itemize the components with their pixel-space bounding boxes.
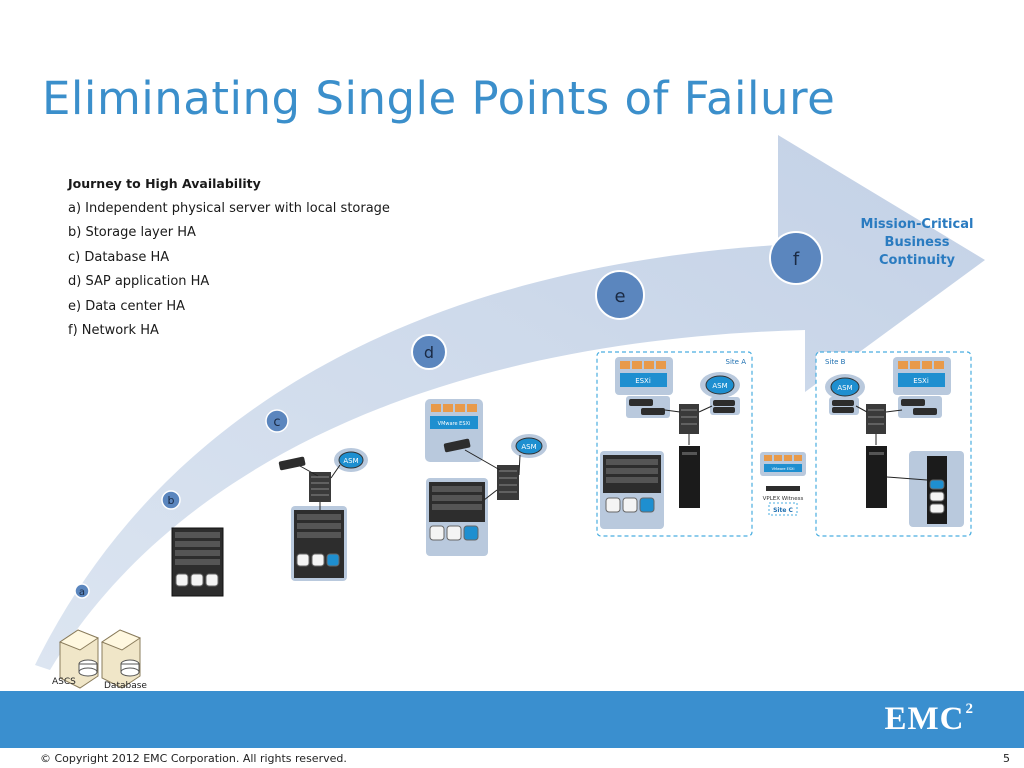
- step-e: e: [595, 270, 645, 320]
- step-a: a: [74, 583, 90, 599]
- server-icon: [58, 629, 100, 689]
- footer-bar: EMC2: [0, 691, 1024, 748]
- journey-item-f: f) Network HA: [68, 323, 159, 339]
- ascs-label: ASCS: [52, 677, 76, 687]
- slide-title: Eliminating Single Points of Failure: [42, 72, 836, 125]
- journey-item-c: c) Database HA: [68, 249, 170, 265]
- site-a: Site A ESXi ASM: [596, 351, 753, 537]
- stage-c-database: ASM: [278, 448, 368, 581]
- step-d-label: d: [424, 343, 434, 362]
- asm-label: ASM: [837, 384, 852, 392]
- esx-label: ESXi: [635, 377, 651, 385]
- journey-arrow: [35, 135, 985, 670]
- journey-list: Journey to High Availability a) Independ…: [68, 176, 390, 343]
- goal-line-3: Continuity: [879, 253, 956, 268]
- step-f: f: [769, 231, 823, 285]
- esx-label: ESXi: [913, 377, 929, 385]
- site-c-witness: VMware ESXi VPLEX Witness Site C: [760, 452, 806, 516]
- goal-text: Mission-Critical Business Continuity: [861, 217, 974, 268]
- step-c-label: c: [273, 415, 280, 430]
- stage-d-application: VMware ESXi ASM: [425, 399, 547, 556]
- witness-label: VPLEX Witness: [763, 496, 804, 502]
- site-a-label: Site A: [726, 358, 747, 366]
- step-a-label: a: [79, 587, 85, 598]
- stage-a-servers: ASCS Database: [52, 629, 147, 691]
- step-f-label: f: [793, 249, 800, 270]
- server-icon: [100, 629, 142, 689]
- step-b: b: [161, 490, 181, 510]
- site-b-label: Site B: [825, 358, 846, 366]
- asm-label: ASM: [343, 457, 358, 465]
- step-e-label: e: [614, 286, 625, 307]
- logo-text: EMC: [884, 701, 965, 737]
- site-b: Site B ESXi ASM: [815, 351, 972, 537]
- cpu-icon: [431, 404, 477, 412]
- journey-item-a: a) Independent physical server with loca…: [68, 201, 390, 216]
- goal-line-2: Business: [885, 235, 950, 250]
- page-number: 5: [1003, 752, 1010, 765]
- journey-item-b: b) Storage layer HA: [68, 225, 196, 241]
- step-d: d: [411, 334, 447, 370]
- step-c: c: [265, 409, 289, 433]
- goal-line-1: Mission-Critical: [861, 217, 974, 232]
- stage-b-storage: [171, 527, 224, 597]
- disk-icon: [175, 573, 219, 587]
- witness-esx-label: VMware ESXi: [772, 467, 795, 471]
- esx-label: VMware ESXi: [438, 421, 471, 427]
- asm-label: ASM: [712, 382, 727, 390]
- copyright-text: © Copyright 2012 EMC Corporation. All ri…: [40, 752, 347, 765]
- step-b-label: b: [168, 494, 175, 507]
- asm-label: ASM: [521, 443, 536, 451]
- emc-logo: EMC2: [885, 701, 975, 738]
- journey-item-e: e) Data center HA: [68, 298, 185, 314]
- database-label: Database: [104, 681, 147, 691]
- site-c-label: Site C: [773, 507, 793, 514]
- logo-superscript: 2: [965, 701, 974, 717]
- journey-heading: Journey to High Availability: [68, 176, 261, 191]
- journey-item-d: d) SAP application HA: [68, 274, 210, 290]
